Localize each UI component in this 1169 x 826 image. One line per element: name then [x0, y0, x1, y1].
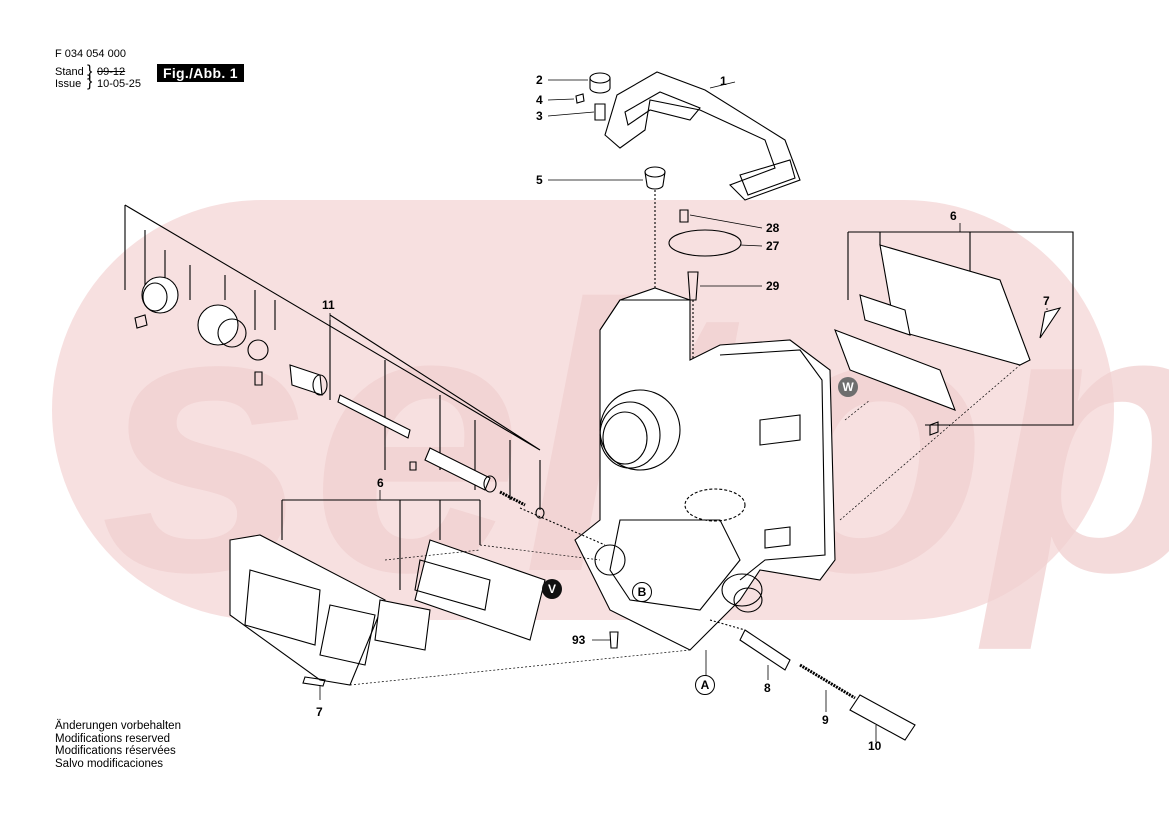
footer-line-de: Änderungen vorbehalten	[55, 720, 181, 732]
stand-label: Stand	[55, 66, 84, 78]
callout-10: 10	[868, 739, 882, 753]
old-date: 09-12	[97, 66, 126, 78]
bottom-right-parts	[709, 619, 916, 741]
new-date: 10-05-25	[97, 78, 142, 90]
handle	[604, 71, 801, 201]
leader-lines	[319, 79, 1048, 742]
callout-7-left: 7	[316, 705, 323, 719]
callout-11: 11	[322, 298, 335, 312]
footer-line-fr: Modifications réservées	[55, 745, 176, 757]
brace: }	[87, 63, 93, 80]
marker-v: V	[542, 579, 562, 599]
display-module-right	[834, 231, 1074, 521]
footer-line-es: Salvo modificaciones	[55, 757, 164, 770]
callout-27: 27	[766, 239, 780, 253]
footer-notes: Änderungen vorbehalten Modifications res…	[55, 720, 181, 770]
top-plate-parts	[668, 209, 742, 490]
callout-93: 93	[572, 633, 586, 647]
callout-3: 3	[536, 109, 543, 123]
callout-6-left: 6	[377, 476, 384, 490]
part-number: F 034 054 000	[55, 48, 126, 60]
callout-5: 5	[536, 173, 543, 187]
brace-lower: }	[87, 73, 93, 90]
shaft-assembly	[124, 204, 606, 546]
screw-93	[609, 631, 619, 649]
footer-line-en: Modifications reserved	[55, 732, 171, 745]
instrument-body	[574, 287, 836, 651]
callout-28: 28	[766, 221, 780, 235]
marker-a: A	[695, 675, 715, 695]
callout-8: 8	[764, 681, 771, 695]
display-module-left	[229, 499, 691, 687]
marker-w: W	[838, 377, 858, 397]
callout-29: 29	[766, 279, 780, 293]
callout-6-right: 6	[950, 209, 957, 223]
callout-1: 1	[720, 74, 727, 88]
callout-9: 9	[822, 713, 829, 727]
marker-b: B	[632, 582, 652, 602]
issue-label: Issue	[55, 78, 82, 90]
callout-2: 2	[536, 73, 543, 87]
top-small-parts	[575, 72, 666, 300]
callout-7-right: 7	[1043, 294, 1050, 308]
figure-label: Fig./Abb. 1	[157, 64, 244, 82]
callout-4: 4	[536, 93, 543, 107]
